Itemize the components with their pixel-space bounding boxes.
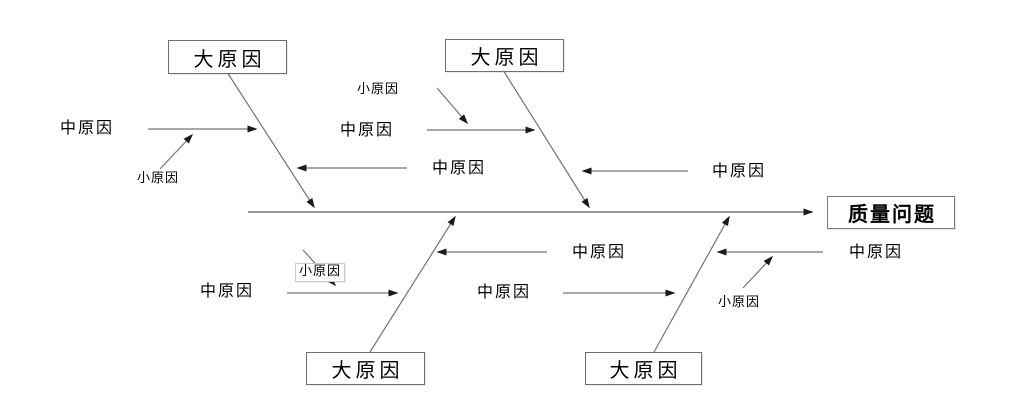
medium-cause-label-top-right-1[interactable]: 中原因 [340, 120, 395, 139]
major-cause-box-top-left[interactable]: 大原因 [168, 40, 287, 74]
medium-cause-label-bottom-right-1[interactable]: 中原因 [477, 282, 532, 301]
medium-cause-label-top-left-1[interactable]: 中原因 [60, 118, 115, 137]
minor-cause-label-top-left[interactable]: 小原因 [137, 171, 180, 186]
effect-box[interactable]: 质量问题 [827, 196, 955, 229]
medium-cause-label-top-right-2[interactable]: 中原因 [712, 161, 767, 180]
branch-line-bottom-right [653, 215, 730, 353]
medium-cause-label-bottom-right-2[interactable]: 中原因 [849, 242, 904, 261]
medium-cause-label-top-left-2[interactable]: 中原因 [432, 158, 487, 177]
minor-cause-line-top-left [159, 133, 194, 170]
major-cause-box-top-right[interactable]: 大原因 [445, 39, 564, 72]
minor-cause-line-top-right [436, 87, 468, 125]
major-cause-box-bottom-right[interactable]: 大原因 [585, 352, 702, 385]
branch-line-top-right [502, 69, 590, 209]
minor-cause-line-bottom-right [742, 255, 774, 289]
branch-line-bottom-left [369, 215, 456, 353]
minor-cause-label-bottom-left[interactable]: 小原因 [295, 263, 346, 282]
branch-line-top-left [226, 71, 315, 209]
medium-cause-label-bottom-left-2[interactable]: 中原因 [572, 242, 627, 261]
medium-cause-label-bottom-left-1[interactable]: 中原因 [200, 281, 255, 300]
minor-cause-label-top-right[interactable]: 小原因 [357, 82, 400, 97]
minor-cause-label-bottom-right[interactable]: 小原因 [718, 295, 761, 310]
major-cause-box-bottom-left[interactable]: 大原因 [306, 352, 425, 385]
